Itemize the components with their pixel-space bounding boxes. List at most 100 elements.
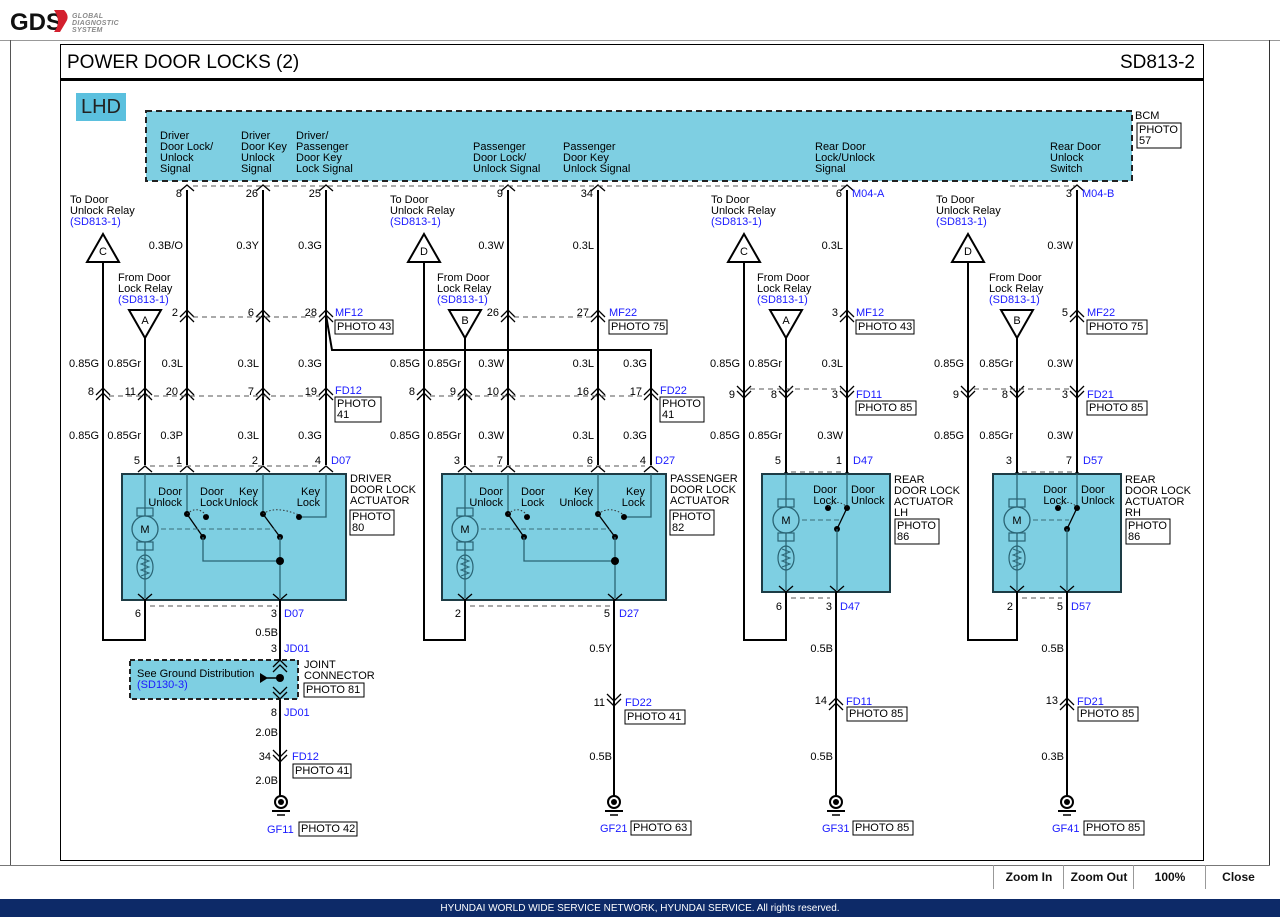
wire-gauge: 0.85G — [710, 358, 740, 370]
bcm-signal-label: Door Key — [296, 152, 342, 164]
photo-ref-label: PHOTO — [662, 398, 701, 410]
photo-ref-label: PHOTO 41 — [295, 765, 349, 777]
relay-ref-label: To Door — [711, 194, 750, 206]
switch-label: Door — [851, 484, 875, 496]
bcm-signal-label: Switch — [1050, 163, 1082, 175]
switch-label: Door — [200, 486, 224, 498]
switch-label: Door — [1081, 484, 1105, 496]
photo-ref-box — [608, 319, 668, 335]
relay-ref-link: (SD813-1) — [711, 216, 762, 228]
connector-chevron-icon — [255, 387, 271, 401]
switch-label: Door — [1043, 484, 1067, 496]
pin-number: 4 — [640, 455, 646, 467]
ptc-zigzag-icon — [1011, 548, 1023, 568]
bcm-pin-number: 3 — [1066, 188, 1072, 200]
wire-gauge: 0.85Gr — [107, 430, 141, 442]
gds-logo-icon: GDS — [10, 9, 68, 36]
zoom-in-button[interactable]: Zoom In — [993, 865, 1064, 889]
switch-label: Unlock — [224, 497, 258, 509]
photo-ref-box — [334, 319, 394, 335]
zoom-out-button[interactable]: Zoom Out — [1063, 865, 1134, 889]
switch-blade — [507, 513, 525, 538]
pin-number: 20 — [166, 386, 178, 398]
pin-terminal-icon — [137, 465, 153, 473]
bcm-signal-label: Signal — [160, 163, 191, 175]
gds-logo: GDS — [10, 8, 72, 39]
connector-chevron-icon — [318, 309, 334, 323]
switch-label: Lock — [813, 495, 837, 507]
switch-label: Lock — [622, 497, 646, 509]
connector-id: D27 — [655, 455, 675, 467]
connector-chevron-icon — [1009, 385, 1025, 399]
relay-ref-label: Lock Relay — [757, 283, 812, 295]
wire-gauge: 0.3W — [478, 240, 504, 252]
internal-wire — [624, 474, 652, 518]
page-title: POWER DOOR LOCKS (2) — [67, 52, 300, 73]
pin-number: 4 — [315, 455, 321, 467]
bcm-signal-label: Door Key — [563, 152, 609, 164]
ptc-thermistor-icon — [456, 554, 474, 580]
wire-gauge: 0.3G — [623, 358, 647, 370]
wire-gauge: 0.3G — [298, 358, 322, 370]
photo-ref-label: 41 — [337, 409, 349, 421]
connector-id: FD22 — [625, 697, 652, 709]
pin-number: 3 — [271, 643, 277, 655]
relay-ref-link: (SD813-1) — [936, 216, 987, 228]
pin-number: 13 — [1046, 695, 1058, 707]
joint-connector-label: JOINT — [304, 659, 336, 671]
pin-number: 2 — [172, 307, 178, 319]
sheet-code: SD813-2 — [1120, 52, 1195, 73]
photo-ref-label: 82 — [672, 522, 684, 534]
motor-label: M — [1012, 515, 1021, 527]
connector-chevron-icon — [457, 387, 473, 401]
connector-id: D07 — [284, 608, 304, 620]
bcm-pin-number: 9 — [497, 188, 503, 200]
ground-icon-dot — [833, 799, 839, 805]
relay-ref-letter: C — [99, 246, 107, 258]
connector-id: D57 — [1083, 455, 1103, 467]
bcm-signal-label: Driver — [160, 130, 190, 142]
wire-gauge: 0.3G — [623, 430, 647, 442]
photo-ref-label: PHOTO 41 — [627, 711, 681, 723]
pin-number: 9 — [953, 389, 959, 401]
vertical-scrollbar[interactable] — [1269, 40, 1270, 866]
photo-ref-label: PHOTO — [1139, 124, 1178, 136]
close-button[interactable]: Close — [1205, 865, 1271, 889]
pin-number: 9 — [729, 389, 735, 401]
photo-ref-box — [630, 820, 692, 836]
connector-chevron-icon — [500, 387, 516, 401]
switch-label: Unlock — [148, 497, 182, 509]
relay-ref-letter: A — [141, 315, 149, 327]
wire-gauge: 0.85Gr — [979, 358, 1013, 370]
wire-gauge: 0.85Gr — [107, 358, 141, 370]
wire-gauge: 0.85G — [69, 358, 99, 370]
connector-chevron-icon — [778, 385, 794, 399]
connector-id: FD12 — [292, 751, 319, 763]
connector-id: D47 — [840, 601, 860, 613]
photo-ref-label: PHOTO 81 — [306, 684, 360, 696]
ground-distribution-link: (SD130-3) — [137, 679, 188, 691]
actuator-name: DOOR LOCK — [350, 484, 417, 496]
photo-ref-label: PHOTO 75 — [1089, 321, 1143, 333]
connector-chevron-icon — [606, 693, 622, 707]
connector-id: M04-A — [852, 188, 885, 200]
bcm-signal-label: Rear Door — [1050, 141, 1101, 153]
wire-gauge: 0.85Gr — [427, 430, 461, 442]
pin-number: 3 — [271, 608, 277, 620]
photo-ref-box — [292, 763, 352, 779]
bcm-signal-label: Door Lock/ — [473, 152, 527, 164]
title-divider — [60, 78, 1203, 81]
photo-ref-label: PHOTO 85 — [849, 708, 903, 720]
pin-number: 10 — [487, 386, 499, 398]
bcm-pin-number: 26 — [246, 188, 258, 200]
pin-number: 3 — [454, 455, 460, 467]
ground-id: GF41 — [1052, 823, 1080, 835]
relay-ref-link: (SD813-1) — [70, 216, 121, 228]
pin-number: 26 — [487, 307, 499, 319]
photo-ref-label: PHOTO 43 — [337, 321, 391, 333]
wire-gauge: 0.5Y — [589, 643, 612, 655]
pin-number: 14 — [815, 695, 827, 707]
pin-number: 8 — [409, 386, 415, 398]
wire-gauge: 0.85Gr — [979, 430, 1013, 442]
pin-number: 8 — [771, 389, 777, 401]
